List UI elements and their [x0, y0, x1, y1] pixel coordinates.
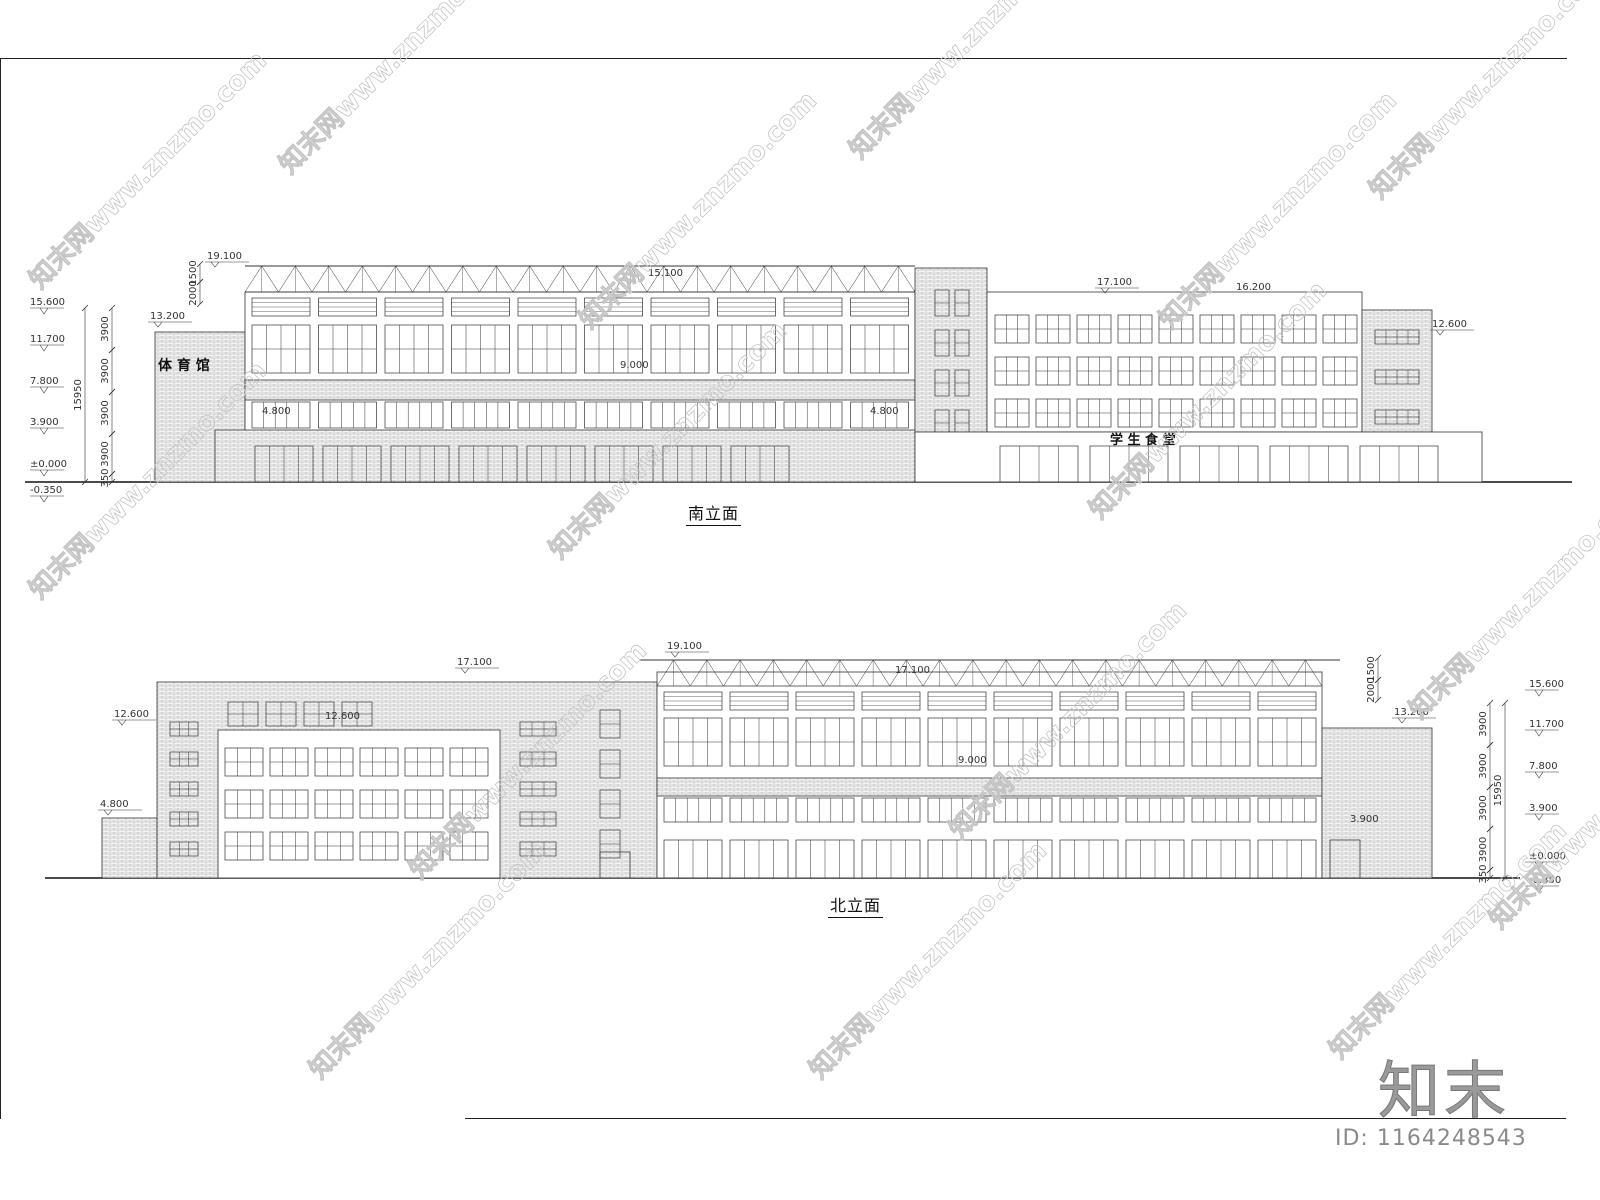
- south-dim-1: 3900: [100, 358, 111, 383]
- south-label-canteen: 学 生 食 堂: [1110, 432, 1176, 448]
- znzmo-logo: 知末: [1377, 1054, 1511, 1128]
- south-dim-4: 350: [100, 468, 111, 487]
- south-dim-3: 3900: [100, 441, 111, 466]
- north-dim-6: 2000: [1366, 677, 1377, 702]
- south-total-height: 15950: [73, 379, 84, 411]
- north-elev-canopy: 3.900: [1350, 814, 1379, 825]
- north-dim-1: 3900: [1478, 753, 1489, 778]
- north-level-0: 15.600: [1529, 679, 1564, 690]
- south-elev-canteen-right: 12.600: [1432, 319, 1467, 330]
- watermark-1: 知末网www.znzmo.com: [274, 0, 523, 180]
- south-level-3: 3.900: [30, 417, 59, 428]
- south-level-4: ±0.000: [30, 459, 67, 470]
- south-elev-canopy-right: 4.800: [870, 406, 899, 417]
- south-elev-truss-mid: 15.100: [648, 268, 683, 279]
- south-dim-5: 1500: [188, 260, 199, 285]
- drawing-frame: [0, 58, 1567, 1119]
- north-dim-4: 350: [1478, 864, 1489, 883]
- watermark-9: 知末网www.znzmo.com: [1404, 476, 1600, 725]
- north-elev-left-parapet: 12.600: [114, 709, 149, 720]
- north-elev-canteen-top: 17.100: [457, 657, 492, 668]
- south-elev-canteen-top: 17.100: [1097, 277, 1132, 288]
- south-elev-canteen-roof: 16.200: [1236, 282, 1271, 293]
- south-level-2: 7.800: [30, 376, 59, 387]
- south-elev-floor-9: 9.000: [620, 360, 649, 371]
- north-elev-gym-parapet: 13.200: [1394, 707, 1429, 718]
- north-dim-0: 3900: [1478, 711, 1489, 736]
- south-level-0: 15.600: [30, 297, 65, 308]
- north-level-1: 11.700: [1529, 719, 1564, 730]
- north-elev-left-low: 4.800: [100, 799, 129, 810]
- south-label-gym: 体 育 馆: [158, 357, 210, 374]
- north-level-5: -0.350: [1529, 875, 1561, 886]
- north-level-2: 7.800: [1529, 761, 1558, 772]
- north-elevation-title: 北立面: [828, 892, 884, 918]
- north-dim-2: 3900: [1478, 795, 1489, 820]
- south-level-5: -0.350: [30, 485, 62, 496]
- south-dim-0: 3900: [100, 316, 111, 341]
- watermark-5: 知末网www.znzmo.com: [1364, 0, 1600, 205]
- north-elev-truss-mid: 17.100: [895, 665, 930, 676]
- south-elev-gym-top: 19.100: [207, 251, 242, 262]
- south-elev-canopy-left: 4.800: [262, 406, 291, 417]
- south-elev-gym-parapet: 13.200: [150, 311, 185, 322]
- watermark-3: 知末网www.znzmo.com: [844, 0, 1093, 165]
- north-dim-5: 1500: [1366, 656, 1377, 681]
- south-level-1: 11.700: [30, 334, 65, 345]
- south-elevation-title: 南立面: [686, 500, 742, 526]
- south-dim-6: 2000: [188, 280, 199, 305]
- north-level-4: ±0.000: [1529, 851, 1566, 862]
- north-total-height: 15950: [1493, 775, 1504, 807]
- image-id-label: ID: 1164248543: [1335, 1126, 1527, 1151]
- north-level-3: 3.900: [1529, 803, 1558, 814]
- north-elev-gym-top: 19.100: [667, 641, 702, 652]
- south-dim-2: 3900: [100, 400, 111, 425]
- bottom-frame-line: [465, 1118, 1566, 1119]
- north-elev-floor-9: 9.000: [958, 755, 987, 766]
- north-dim-3: 3900: [1478, 837, 1489, 862]
- north-elev-canteen-inner: 12.600: [325, 711, 360, 722]
